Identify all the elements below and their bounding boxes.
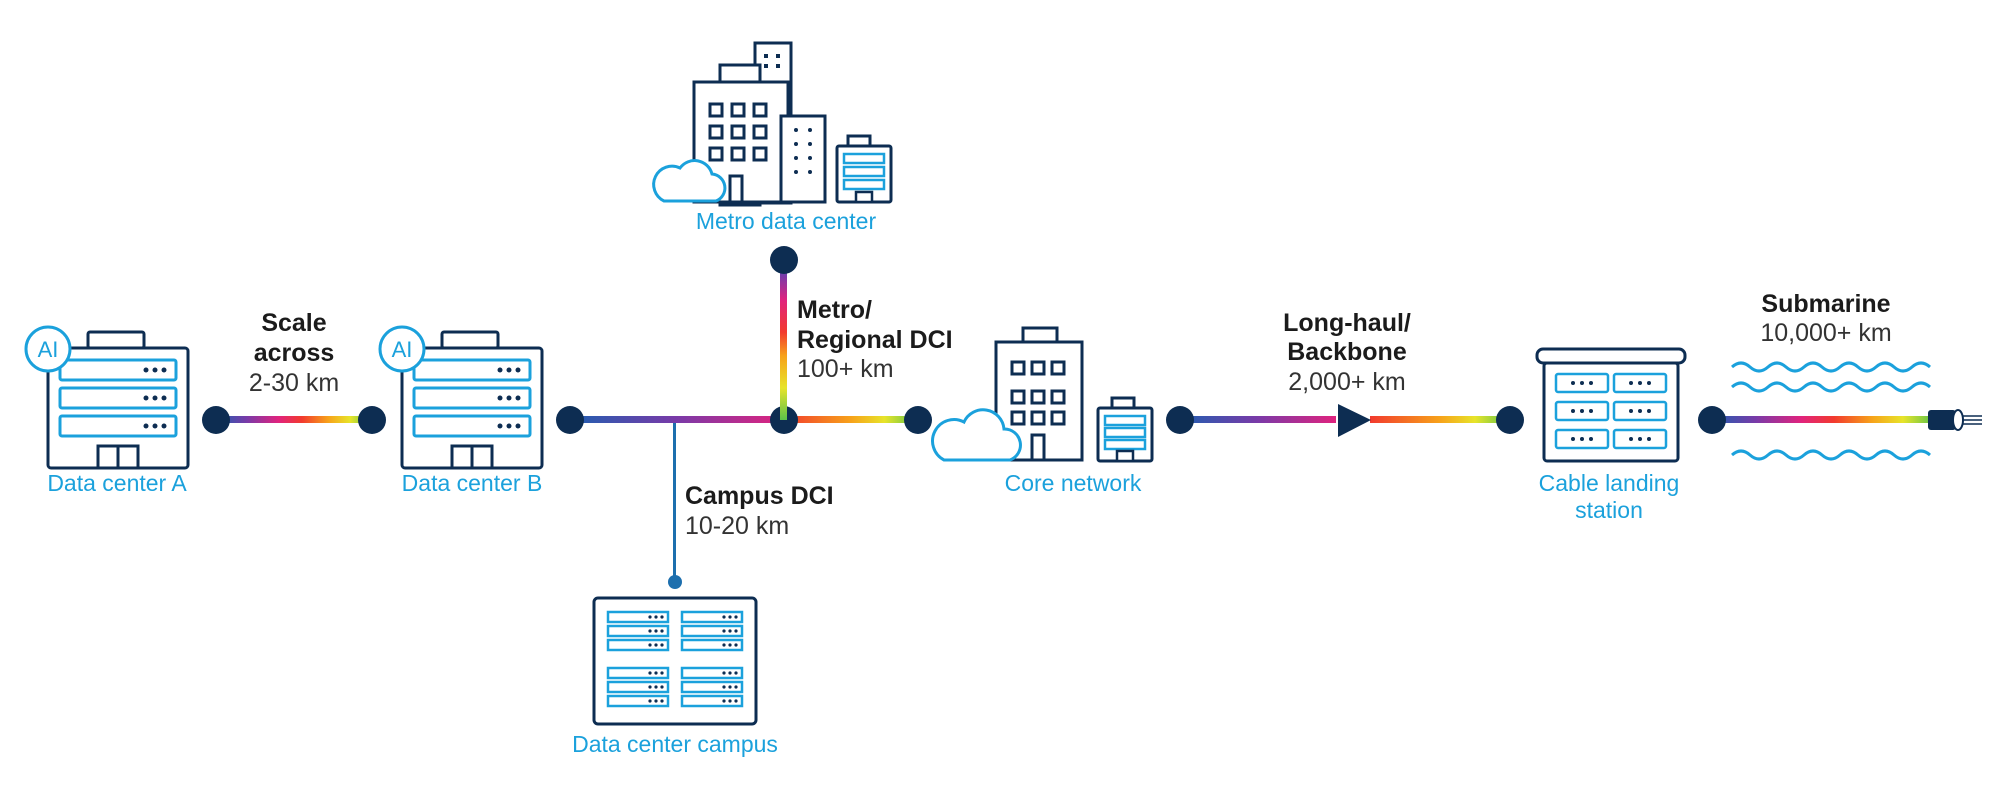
ai-badge: AI bbox=[378, 325, 426, 373]
link-title: Backbone bbox=[1287, 338, 1407, 366]
svg-text:AI: AI bbox=[392, 337, 413, 362]
link-distance: 2-30 km bbox=[249, 369, 339, 397]
node-core-network: Core network bbox=[931, 326, 1154, 496]
node-cable-landing-station: Cable landing station bbox=[1535, 347, 1687, 523]
ai-badge: AI bbox=[24, 325, 72, 373]
label-long-haul: Long-haul/ Backbone 2,000+ km bbox=[1283, 309, 1411, 396]
ai-data-center-icon bbox=[400, 330, 544, 470]
node-label: Cable landing bbox=[1539, 470, 1680, 496]
link-title: Campus DCI bbox=[685, 482, 834, 510]
node-data-center-a: AI Data center A bbox=[24, 325, 190, 496]
cable-end-icon bbox=[1928, 409, 1982, 431]
link-long-haul bbox=[1166, 404, 1524, 437]
ai-data-center-icon bbox=[46, 330, 190, 470]
city-buildings-icon bbox=[652, 41, 893, 207]
waves-icon bbox=[1731, 361, 1931, 461]
link-title: Submarine bbox=[1761, 290, 1890, 318]
label-metro-dci: Metro/ Regional DCI 100+ km bbox=[797, 296, 953, 383]
endpoint-dot bbox=[358, 406, 386, 434]
endpoint-dot bbox=[202, 406, 230, 434]
link-title: Scale bbox=[261, 309, 326, 337]
endpoint-dot bbox=[1496, 406, 1524, 434]
node-data-center-b: AI Data center B bbox=[378, 325, 544, 496]
endpoint-dot bbox=[556, 406, 584, 434]
node-label: Data center B bbox=[402, 470, 543, 496]
link-distance: 10-20 km bbox=[685, 512, 789, 540]
server-racks-icon bbox=[592, 596, 758, 726]
link-distance: 10,000+ km bbox=[1760, 319, 1891, 347]
node-data-center-campus: Data center campus bbox=[572, 596, 778, 757]
node-label: Data center A bbox=[47, 470, 187, 496]
node-label: Metro data center bbox=[696, 208, 877, 234]
endpoint-dot bbox=[1166, 406, 1194, 434]
endpoint-dot bbox=[668, 575, 682, 589]
endpoint-dot bbox=[770, 246, 798, 274]
link-title: Regional DCI bbox=[797, 326, 953, 354]
endpoint-dot bbox=[1698, 406, 1726, 434]
link-distance: 100+ km bbox=[797, 355, 894, 383]
node-label: Data center campus bbox=[572, 731, 778, 757]
node-label: Core network bbox=[1005, 470, 1142, 496]
label-scale-across: Scale across 2-30 km bbox=[249, 309, 339, 397]
cable-landing-station-icon bbox=[1535, 347, 1687, 463]
link-distance: 2,000+ km bbox=[1288, 368, 1405, 396]
link-title: across bbox=[254, 339, 335, 367]
label-campus-dci: Campus DCI 10-20 km bbox=[685, 482, 834, 540]
label-submarine: Submarine 10,000+ km bbox=[1760, 290, 1891, 347]
endpoint-dot bbox=[904, 406, 932, 434]
link-title: Metro/ bbox=[797, 296, 872, 324]
link-title: Long-haul/ bbox=[1283, 309, 1411, 337]
node-metro-data-center: Metro data center bbox=[652, 41, 893, 234]
office-building-cloud-icon bbox=[931, 326, 1154, 463]
node-label: station bbox=[1575, 497, 1643, 523]
svg-text:AI: AI bbox=[38, 337, 59, 362]
link-campus-dci bbox=[668, 423, 682, 589]
amplifier-triangle-icon bbox=[1338, 404, 1371, 437]
link-scale-across bbox=[202, 406, 386, 434]
link-metro-dci bbox=[770, 246, 798, 420]
link-submarine bbox=[1698, 361, 1982, 461]
link-backbone-campus-metro bbox=[556, 406, 932, 434]
